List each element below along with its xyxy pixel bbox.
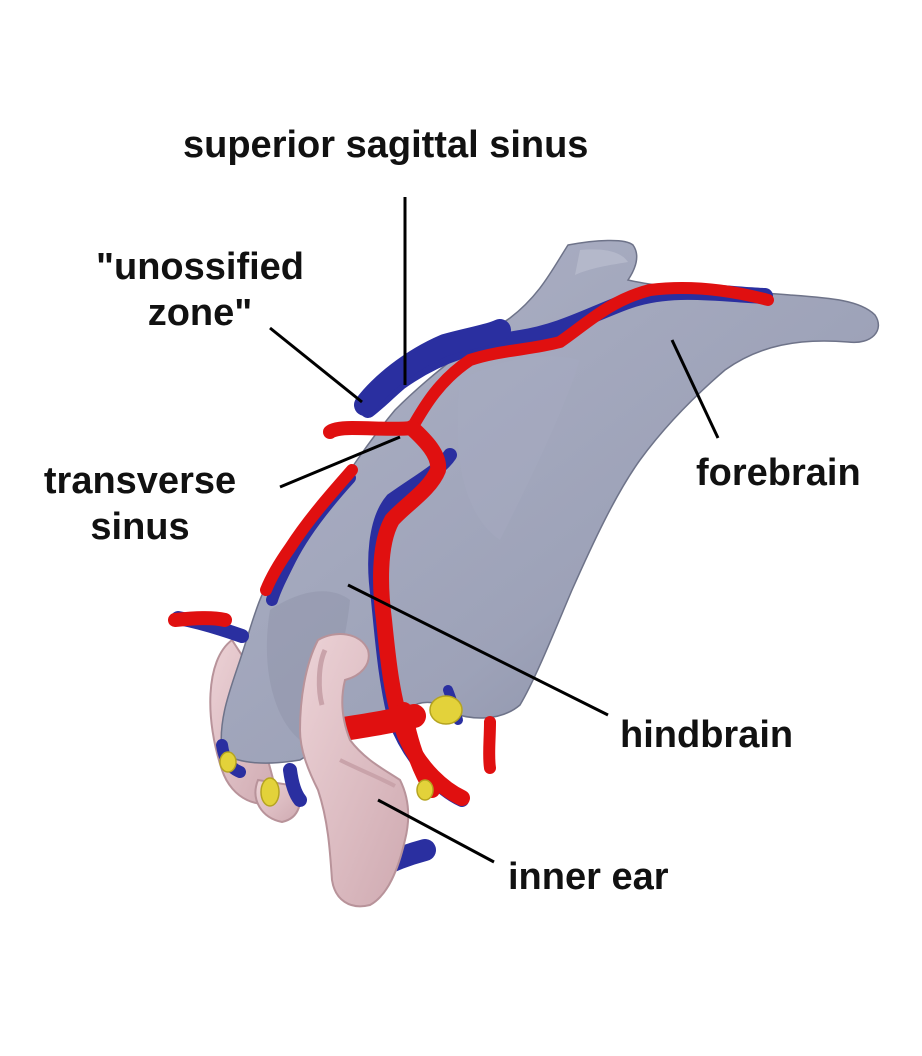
label-hindbrain: hindbrain [620,714,794,756]
nerves [219,695,463,807]
label-inner-ear: inner ear [508,856,669,898]
label-superior-sagittal-sinus: superior sagittal sinus [183,124,589,166]
leader-inner-ear [377,798,495,864]
label-unossified-zone-line1: "unossified [95,246,305,288]
label-unossified-zone-line2: zone" [147,292,253,334]
label-unossified-zone: "unossified zone" [90,244,310,336]
leader-forebrain [670,339,720,439]
arteries [168,282,774,806]
leader-lines [269,197,720,864]
leader-unossified-zone [269,326,363,404]
label-transverse-sinus: transverse sinus [30,458,250,550]
label-transverse-sinus-line2: sinus [90,506,190,548]
label-transverse-sinus-line1: transverse [43,460,237,502]
label-forebrain: forebrain [696,452,861,494]
inner-ear-front [298,633,410,908]
leader-transverse-sinus [279,435,401,489]
leader-hindbrain [347,583,609,717]
